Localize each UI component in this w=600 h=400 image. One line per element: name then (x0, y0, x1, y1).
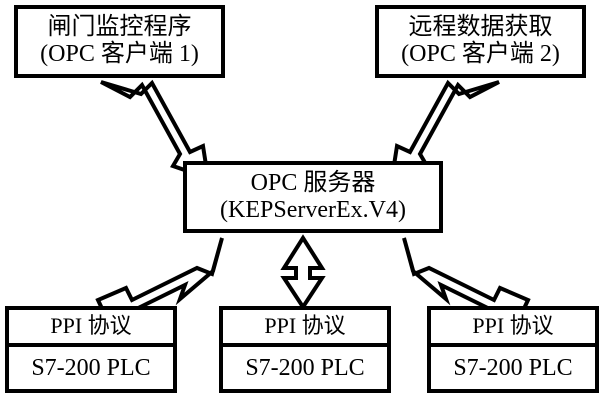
node-plc-1-protocol-section: PPI 协议 (9, 310, 173, 347)
node-opc-client-1[interactable]: 闸门监控程序 (OPC 客户端 1) (14, 5, 225, 78)
node-plc-3-model-section: S7-200 PLC (431, 347, 595, 389)
node-opc-client-1-line-1: 闸门监控程序 (47, 14, 192, 41)
node-opc-client-1-line-2: (OPC 客户端 1) (40, 41, 199, 67)
node-plc-1[interactable]: PPI 协议 S7-200 PLC (5, 306, 177, 393)
connector-server-plc2-arrow (280, 234, 326, 311)
node-plc-3-protocol-label: PPI 协议 (472, 313, 554, 339)
node-opc-client-2-line-2: (OPC 客户端 2) (401, 41, 560, 67)
node-plc-2-protocol-section: PPI 协议 (223, 310, 387, 347)
node-plc-3-protocol-section: PPI 协议 (431, 310, 595, 347)
node-plc-2-protocol-label: PPI 协议 (264, 313, 346, 339)
node-plc-2-model-section: S7-200 PLC (223, 347, 387, 389)
node-opc-client-2[interactable]: 远程数据获取 (OPC 客户端 2) (375, 5, 586, 78)
node-opc-server-line-2: (KEPServerEx.V4) (220, 196, 406, 223)
node-plc-2-model-label: S7-200 PLC (245, 354, 365, 381)
node-plc-1-model-section: S7-200 PLC (9, 347, 173, 389)
node-plc-1-model-label: S7-200 PLC (31, 354, 151, 381)
node-opc-server-line-1: OPC 服务器 (250, 169, 376, 196)
node-plc-1-protocol-label: PPI 协议 (50, 313, 132, 339)
node-opc-server[interactable]: OPC 服务器 (KEPServerEx.V4) (183, 161, 443, 233)
node-plc-2[interactable]: PPI 协议 S7-200 PLC (219, 306, 391, 393)
node-plc-3[interactable]: PPI 协议 S7-200 PLC (427, 306, 599, 393)
node-plc-3-model-label: S7-200 PLC (453, 354, 573, 381)
node-opc-client-2-line-1: 远程数据获取 (408, 14, 553, 41)
